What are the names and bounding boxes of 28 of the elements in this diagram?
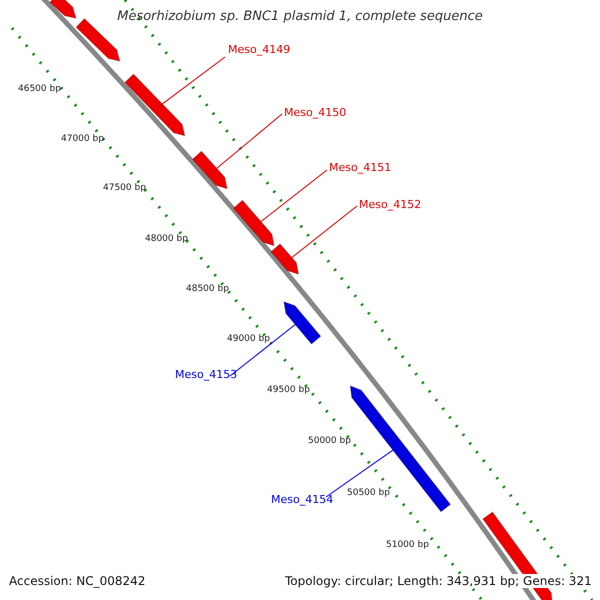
footer-note: Topology: circular; Length: 343,931 bp; Genes: 321 <box>285 574 592 588</box>
leader-line <box>282 206 358 266</box>
leader-line <box>251 170 328 230</box>
footer-note: Accession: NC_008242 <box>9 574 146 588</box>
scale-label: 48000 bp <box>145 234 188 244</box>
leader-line <box>207 114 282 176</box>
gene-feature <box>124 73 186 136</box>
leader-line <box>152 56 226 112</box>
leader-line <box>230 316 306 376</box>
scale-label: 50500 bp <box>347 488 390 498</box>
gene-label: Meso_4153 <box>175 368 238 381</box>
scale-label: 50000 bp <box>308 436 351 446</box>
gene-feature <box>270 243 300 275</box>
gene-label: Meso_4154 <box>271 493 334 506</box>
diagram-title: Mesorhizobium sp. BNC1 plasmid 1, complete sequence <box>116 9 484 24</box>
gene-label: Meso_4149 <box>228 43 290 56</box>
gene-feature <box>350 385 452 512</box>
gene-feature <box>283 301 322 345</box>
gene-feature <box>232 200 275 247</box>
gene-feature <box>49 0 77 19</box>
scale-label: 48500 bp <box>186 284 229 294</box>
scale-label: 47500 bp <box>103 183 146 193</box>
gene-feature <box>192 150 228 190</box>
gene-label: Meso_4152 <box>359 198 422 211</box>
gene-label: Meso_4150 <box>284 106 346 119</box>
gene-label: Meso_4151 <box>329 161 392 174</box>
scale-label: 49500 bp <box>267 385 310 395</box>
leader-line <box>326 442 404 498</box>
